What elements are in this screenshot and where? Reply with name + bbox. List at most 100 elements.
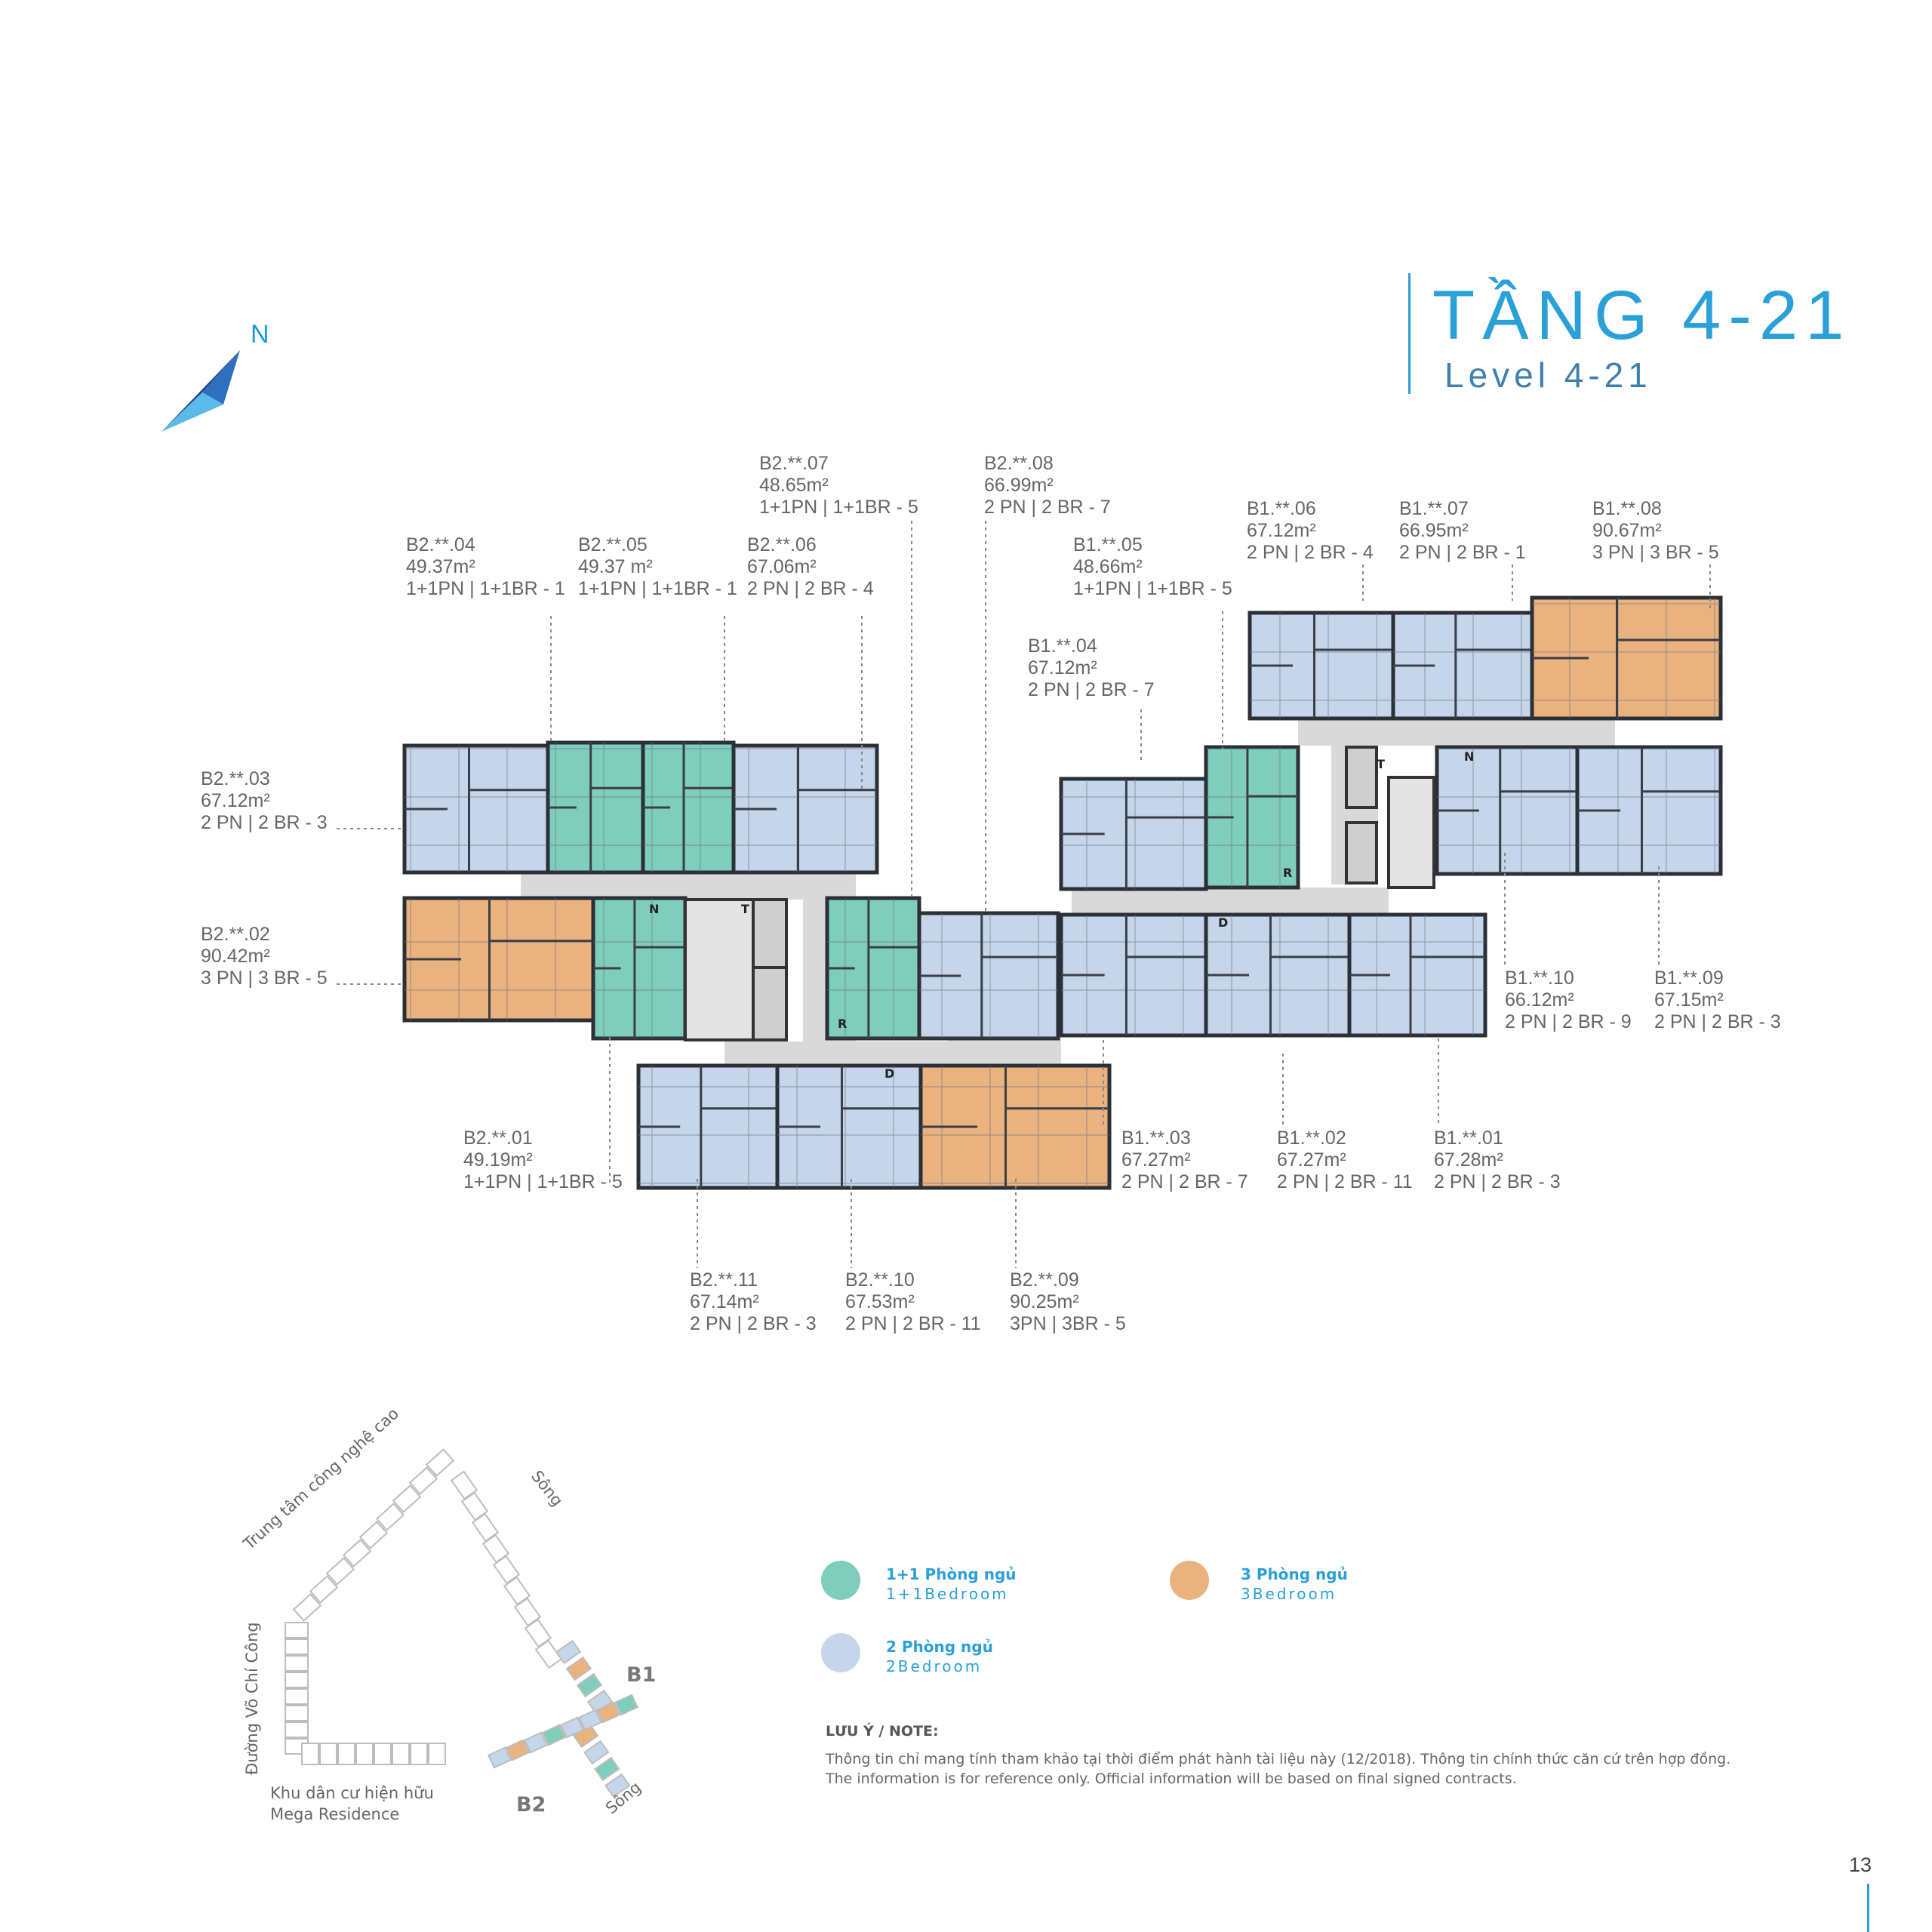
legend-dot-1plus1 xyxy=(821,1561,860,1600)
unit-b2-06 xyxy=(731,743,879,875)
site-block-b2 xyxy=(505,1739,531,1761)
unit-b2-01 xyxy=(591,896,688,1041)
page-number-accent xyxy=(1867,1884,1869,1932)
site-building xyxy=(292,1593,322,1622)
page-title: TẦNG 4-21 xyxy=(1432,277,1852,354)
unit-b2-03 xyxy=(402,743,550,875)
legend-2bed-vi: 2 Phòng ngủ xyxy=(886,1638,993,1656)
note-title: LƯU Ý / NOTE: xyxy=(826,1723,939,1740)
site-building xyxy=(410,1743,428,1765)
legend-2bed-en: 2Bedroom xyxy=(886,1657,983,1675)
unit-b1-06 xyxy=(1247,611,1395,721)
unit-b1-08 xyxy=(1530,595,1723,721)
site-building xyxy=(534,1639,563,1669)
site-building xyxy=(375,1503,405,1531)
compass-north-label: N xyxy=(251,320,269,349)
site-block-b2 xyxy=(523,1731,549,1754)
site-building xyxy=(285,1655,309,1672)
site-block-b1 xyxy=(555,1639,582,1665)
site-building xyxy=(285,1672,309,1688)
site-building xyxy=(337,1743,355,1765)
site-building xyxy=(392,1743,410,1765)
unit-b1-01 xyxy=(1347,912,1487,1038)
site-building xyxy=(355,1743,374,1765)
site-building xyxy=(285,1638,309,1655)
site-building xyxy=(374,1743,392,1765)
plan-mark-t: T xyxy=(741,902,749,916)
site-block-b1 xyxy=(605,1773,631,1798)
plan-mark-d: D xyxy=(884,1066,894,1081)
site-label-residence-1: Khu dân cư hiện hữu xyxy=(270,1784,434,1802)
unit-b2-10 xyxy=(775,1063,923,1190)
site-label-road: Đường Võ Chí Công xyxy=(243,1622,261,1775)
compass-icon xyxy=(162,350,240,432)
title-accent-bar xyxy=(1408,273,1411,394)
unit-b1-10 xyxy=(1435,745,1580,876)
site-block-b1 xyxy=(565,1656,592,1681)
unit-b2-11 xyxy=(636,1063,780,1190)
site-block-b2 xyxy=(541,1724,567,1746)
site-building xyxy=(428,1743,446,1765)
plan-mark-d-b1: D xyxy=(1218,915,1228,930)
unit-b1-07 xyxy=(1391,611,1534,721)
site-building xyxy=(392,1484,422,1513)
site-block-b2 xyxy=(577,1709,603,1731)
site-building xyxy=(319,1743,337,1765)
site-building xyxy=(285,1688,309,1705)
site-building xyxy=(408,1466,438,1495)
site-building xyxy=(301,1743,319,1765)
unit-b2-05 xyxy=(641,740,736,875)
plan-mark-r-b1: R xyxy=(1283,866,1292,880)
unit-b1-02 xyxy=(1204,912,1352,1038)
plan-marks: N T R D D R N T xyxy=(649,749,1474,1081)
note-line-en: The information is for reference only. O… xyxy=(826,1770,1517,1787)
stair-core xyxy=(684,746,1435,1041)
site-label-b1: B1 xyxy=(626,1663,657,1687)
unit-b1-05 xyxy=(1204,745,1300,890)
site-block-b1 xyxy=(583,1740,610,1765)
site-block-b2 xyxy=(614,1694,639,1716)
site-building xyxy=(342,1539,372,1567)
unit-b2-09 xyxy=(918,1063,1112,1190)
unit-b1-04 xyxy=(1059,777,1208,891)
site-block-b2 xyxy=(595,1701,621,1724)
unit-b2-07 xyxy=(825,896,921,1041)
page-subtitle: Level 4-21 xyxy=(1444,355,1652,395)
plan-mark-t-b1: T xyxy=(1377,757,1385,771)
site-building xyxy=(285,1622,309,1638)
legend-3bed-vi: 3 Phòng ngủ xyxy=(1241,1565,1348,1583)
page-number: 13 xyxy=(1849,1854,1872,1876)
plan-mark-n-b1: N xyxy=(1464,749,1474,764)
site-location-map xyxy=(285,1448,639,1798)
site-building xyxy=(358,1521,389,1549)
site-building xyxy=(285,1705,309,1721)
legend-dot-2bed xyxy=(821,1633,860,1672)
apartment-units xyxy=(402,595,1723,1190)
unit-b1-03 xyxy=(1059,912,1208,1038)
site-label-residence-2: Mega Residence xyxy=(270,1805,400,1823)
site-block-b1 xyxy=(594,1756,620,1782)
site-building xyxy=(325,1557,355,1586)
legend-1plus1-en: 1+1Bedroom xyxy=(886,1585,1009,1603)
legend-3bed-en: 3Bedroom xyxy=(1241,1585,1337,1603)
legend-dot-3bed xyxy=(1170,1561,1209,1600)
site-building xyxy=(425,1448,455,1477)
